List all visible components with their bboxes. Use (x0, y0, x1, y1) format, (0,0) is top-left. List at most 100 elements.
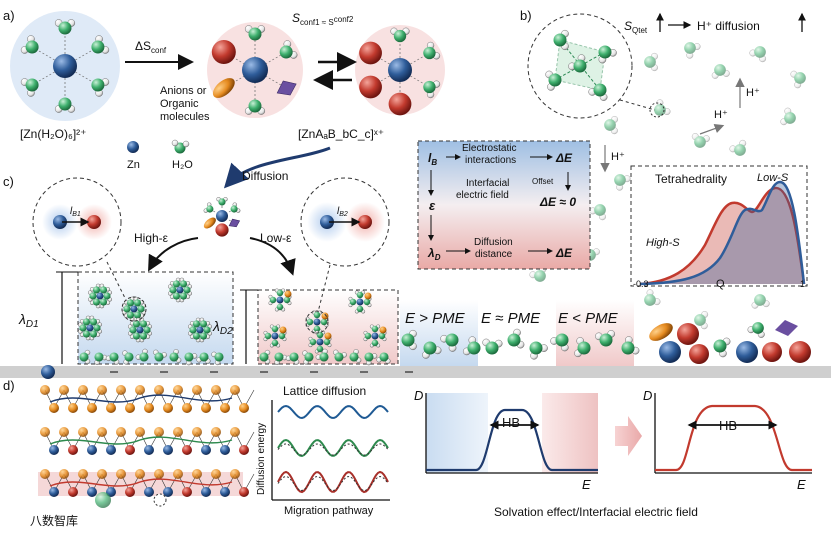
anion-sphere (359, 41, 382, 65)
watermark: 八数智库 (30, 513, 78, 528)
diffusion-arrow (223, 146, 331, 189)
organic-anion (276, 80, 297, 96)
water-molecule (354, 305, 366, 314)
zoom-line-1 (619, 99, 656, 111)
water-molecule (216, 197, 228, 206)
water-molecule (311, 310, 323, 319)
cation-sphere-1 (87, 215, 101, 229)
water-molecule (711, 64, 730, 79)
water-molecule (568, 54, 587, 73)
pme-region-lt (556, 300, 634, 366)
cation-sphere (789, 341, 811, 363)
organic-molecule (212, 78, 235, 98)
water-molecule (401, 329, 417, 351)
water-molecule (269, 339, 281, 348)
water-molecule (423, 80, 441, 99)
water-molecule (790, 70, 806, 89)
water-molecule (654, 99, 671, 116)
water-molecule (595, 330, 615, 347)
plot1-y-label: D (414, 388, 423, 403)
water-molecule (20, 35, 39, 54)
zn-atom-electrode (41, 365, 55, 379)
anion-sphere (211, 40, 236, 64)
lambda-d2-label: λD2 (212, 318, 233, 337)
pme-eq-label: E ≈ PME (481, 310, 541, 327)
mechanism-summary-box (417, 140, 591, 270)
water-molecule (91, 78, 110, 97)
tetrahedrality-inset (630, 165, 808, 287)
water-molecule (751, 294, 770, 309)
water-molecule (614, 174, 631, 191)
water-molecule (691, 133, 710, 148)
water-molecule (244, 25, 266, 41)
water-molecule (183, 284, 192, 296)
water-molecule (279, 40, 298, 59)
water-molecule (179, 292, 191, 303)
water-molecule (354, 290, 366, 299)
zoom-origin-high (121, 296, 147, 322)
box-delta-e-top: ΔE (555, 151, 573, 165)
water-molecule (89, 315, 101, 326)
mixed-complex-label: [ZnAₐB_bC_c]ˣ⁺ (298, 127, 384, 141)
lb2-label: lB2 (337, 206, 348, 218)
water-molecule (79, 349, 91, 365)
water-molecule (462, 336, 481, 356)
pme-water-layers (401, 328, 640, 360)
water-molecule (364, 352, 378, 366)
water-molecule (189, 332, 201, 343)
organic-anion (228, 218, 241, 228)
cation-sphere (689, 344, 709, 364)
low-s-fill (640, 182, 804, 284)
h-plus-label-3: H⁺ (611, 151, 625, 163)
water-molecule (274, 352, 288, 366)
water-molecule (169, 349, 182, 363)
zn-ion (388, 58, 412, 82)
water-molecule (78, 322, 87, 334)
interface-mixed-species (649, 320, 811, 364)
water-molecule (376, 352, 391, 364)
water-molecule (179, 277, 191, 288)
legend-zn-label: Zn (127, 159, 140, 171)
transition-arrow (615, 416, 642, 456)
water-molecule (589, 204, 606, 221)
anion-sphere (359, 75, 382, 99)
anions-label-line1: Anions or (160, 85, 207, 97)
lattice-y-label: Diffusion energy (256, 423, 267, 495)
water-molecule (285, 352, 300, 365)
box-lambda-label: λD (427, 246, 441, 262)
high-eps-arrow (148, 237, 199, 272)
proton-hop-arrow-2 (699, 123, 725, 135)
electrode-surface (0, 366, 831, 378)
water-molecule (89, 298, 101, 309)
q-axis-min: -0.3 (633, 279, 649, 289)
water-molecule (169, 277, 181, 288)
legend-zn-icon (127, 141, 139, 153)
water-molecule (729, 139, 747, 156)
mixed-complex-2 (355, 25, 445, 116)
water-molecule (91, 35, 110, 54)
water-molecule (274, 288, 286, 297)
water-molecule (79, 315, 91, 326)
zn-ion (736, 341, 758, 363)
water-molecule (482, 338, 503, 355)
zn-ion (216, 210, 228, 222)
water-molecule (263, 330, 272, 342)
tetrahedral-water-cluster (545, 29, 617, 101)
water-molecule (308, 336, 317, 348)
water-molecule (574, 337, 591, 358)
water-molecule (123, 296, 135, 307)
water-molecule (128, 324, 137, 336)
water-molecule (139, 332, 151, 343)
box-offset-label: Offset (532, 177, 554, 186)
anion-sphere (388, 92, 412, 116)
water-molecule (203, 324, 212, 336)
lattice-diffusion-schematic (38, 385, 255, 508)
zn-ion (659, 341, 681, 363)
zoom-origin-circle (649, 102, 665, 118)
water-molecule (203, 202, 214, 213)
energy-profile-waves (277, 404, 389, 494)
organic-anion (775, 320, 798, 336)
water-molecule (199, 317, 211, 328)
anions-label-line3: molecules (160, 111, 210, 123)
edl-low-eps-ions (259, 288, 391, 366)
